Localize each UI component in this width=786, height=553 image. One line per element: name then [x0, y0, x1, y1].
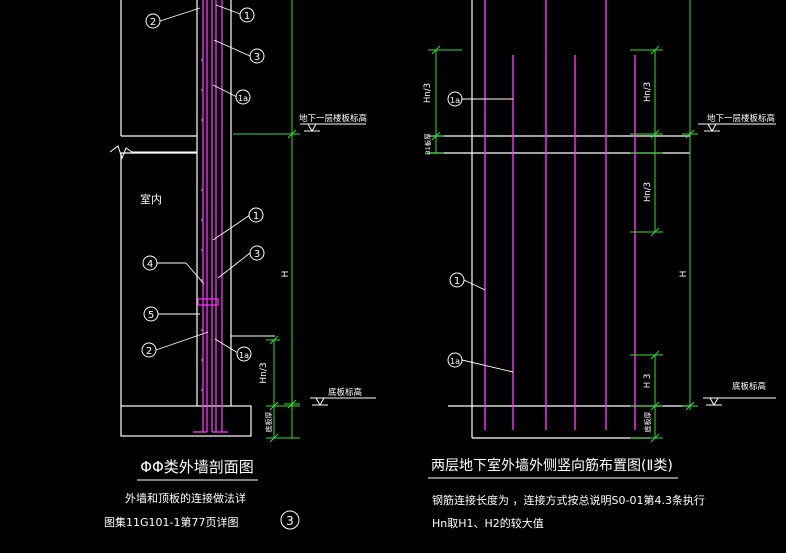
right-note-line1: 钢筋连接长度为 ，连接方式按总说明S0-01第4.3条执行 [432, 493, 705, 507]
left-dimensions [233, 0, 300, 443]
left-callout-labels: 2 1 3 1a 1 3 4 5 2 1a [146, 11, 260, 360]
left-callout-5-mid: 5 [148, 310, 154, 321]
right-level-base: 底板标高 [732, 381, 766, 392]
left-level-b1: 地下一层楼板标高 [299, 113, 367, 124]
break-line [109, 145, 197, 160]
left-callout-circles [141, 7, 265, 362]
right-note-line2: Hn取H1、H2的较大值 [432, 516, 544, 530]
right-dim-hn3-top: Hn/3 [643, 82, 653, 102]
right-level-b1: 地下一层楼板标高 [707, 113, 775, 124]
right-wall-layout [430, 0, 690, 439]
left-callout-3-mid: 3 [254, 249, 260, 260]
right-callout-1a-top: 1a [450, 96, 460, 105]
left-level-markers [300, 123, 376, 407]
right-dim-h3: H 3 [643, 374, 653, 389]
left-dim-hn3: Hn/3 [259, 362, 269, 383]
rebar-splice-marker [197, 298, 219, 306]
right-dimensions [428, 0, 698, 443]
left-wall-section [109, 0, 275, 437]
left-callout-1-top: 1 [244, 11, 250, 22]
left-dim-h: H [281, 271, 291, 278]
left-callout-3-top: 3 [254, 52, 260, 63]
right-dim-hn3-mid: Hn/3 [643, 182, 653, 202]
left-callout-1a-top: 1a [238, 94, 248, 103]
right-callout-1a-low: 1a [450, 357, 460, 366]
left-note-line2: 图集11G101-1第77页详图 [104, 515, 238, 529]
left-callout-1a-low: 1a [239, 351, 249, 360]
right-title: 两层地下室外墙外侧竖向筋布置图(Ⅱ类) [431, 457, 673, 474]
left-note-circle [280, 510, 300, 530]
left-rebar [193, 0, 228, 433]
left-callout-4-mid: 4 [147, 259, 153, 270]
right-dim-slab-left: B1板厚 [423, 133, 432, 155]
right-callout-circles [447, 91, 465, 368]
right-callout-1-mid: 1 [454, 276, 460, 287]
left-leaders [155, 4, 251, 354]
left-callout-2-top: 2 [150, 17, 156, 28]
footing-slab [120, 405, 252, 437]
left-callout-1-mid: 1 [253, 211, 259, 222]
rebar-tie-dots [201, 59, 203, 391]
right-dim-base: 底板厚 [643, 412, 652, 433]
left-title: ΦΦ类外墙剖面图 [140, 458, 254, 476]
right-rebar [484, 0, 636, 430]
right-level-markers [698, 123, 776, 407]
left-note-circle-num: 3 [286, 514, 294, 528]
left-note-line1: 外墙和顶板的连接做法详 [125, 491, 246, 505]
left-room-label: 室内 [140, 192, 162, 206]
left-level-base: 底板标高 [328, 387, 362, 398]
right-leaders [461, 98, 514, 373]
left-callout-2-low: 2 [146, 346, 152, 357]
left-dim-base: 底板厚 [264, 412, 273, 433]
right-dim-h: H [679, 271, 689, 278]
right-dim-hn3-left: Hn/3 [423, 83, 433, 103]
